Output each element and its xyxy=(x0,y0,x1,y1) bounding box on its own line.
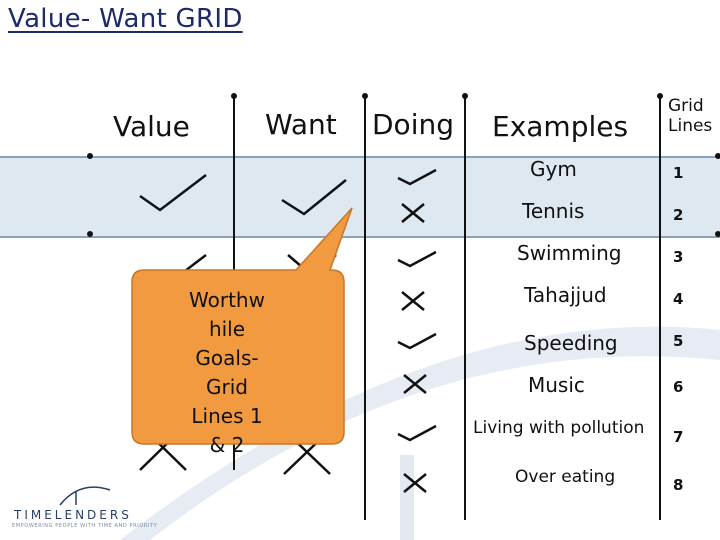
grid-line-number: 6 xyxy=(673,378,684,396)
want-check-1 xyxy=(281,179,347,216)
callout-line: Grid xyxy=(206,375,248,399)
header-examples: Examples xyxy=(492,110,629,143)
logo-tagline: EMPOWERING PEOPLE WITH TIME AND PRIORITY xyxy=(12,523,158,529)
grid-line-number: 1 xyxy=(673,164,684,182)
header-want: Want xyxy=(265,108,337,141)
doing-mark-8 xyxy=(403,473,427,493)
doing-mark-2 xyxy=(401,203,425,223)
highlighted-band xyxy=(0,156,720,238)
doing-mark-4 xyxy=(401,291,425,311)
header-doing: Doing xyxy=(372,108,454,141)
doing-mark-5 xyxy=(397,332,437,350)
header-grid-lines-line2: Lines xyxy=(668,116,713,136)
example-label: Living with pollution xyxy=(473,418,645,438)
example-label: Over eating xyxy=(515,467,616,487)
example-label: Tahajjud xyxy=(524,283,607,307)
example-label: Swimming xyxy=(517,241,622,265)
callout-line: hile xyxy=(208,317,246,341)
doing-mark-6 xyxy=(403,374,427,394)
grid-line-number: 8 xyxy=(673,476,684,494)
example-label: Music xyxy=(528,373,585,397)
example-label: Speeding xyxy=(524,331,618,355)
background-bar xyxy=(400,455,414,540)
logo-name: TIMELENDERS xyxy=(14,508,132,522)
header-grid-lines: Grid Lines xyxy=(668,96,712,136)
callout-line: Goals- xyxy=(195,346,259,370)
callout-line: Lines 1 xyxy=(191,404,263,428)
example-label: Tennis xyxy=(522,199,585,223)
grid-line-number: 4 xyxy=(673,290,684,308)
page-title: Value- Want GRID xyxy=(8,4,243,34)
doing-mark-1 xyxy=(397,168,437,186)
grid-line-number: 3 xyxy=(673,248,684,266)
header-value: Value xyxy=(113,110,190,143)
callout-line: Worthw xyxy=(189,288,265,312)
grid-line-number: 2 xyxy=(673,206,684,224)
grid-line-number: 7 xyxy=(673,428,684,446)
grid-line-number: 5 xyxy=(673,332,684,350)
callout-text: Worthw hile Goals- Grid Lines 1 & 2 xyxy=(116,286,338,460)
header-grid-lines-line1: Grid xyxy=(668,96,704,116)
doing-mark-7 xyxy=(397,424,437,442)
logo-arc xyxy=(59,486,111,506)
value-check-1 xyxy=(139,174,207,212)
doing-mark-3 xyxy=(397,250,437,268)
callout-line: & 2 xyxy=(209,433,245,457)
example-label: Gym xyxy=(530,157,577,181)
callout-bubble xyxy=(131,207,353,445)
